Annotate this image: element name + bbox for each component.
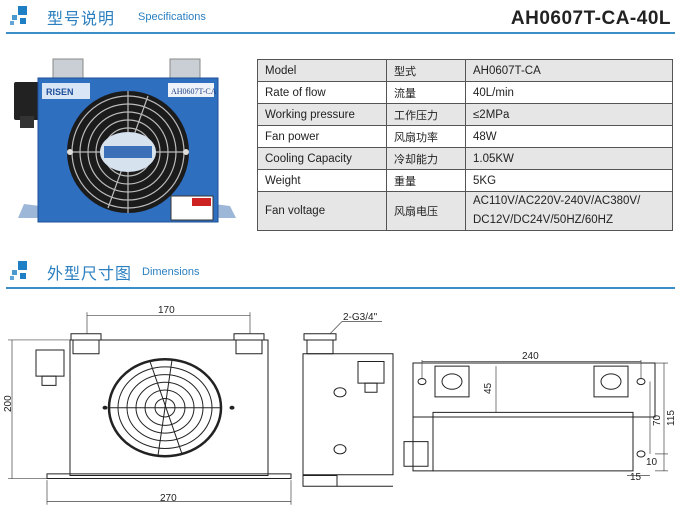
- spec-value: AH0607T-CA: [465, 59, 673, 82]
- spec-label-en: Fan power: [257, 125, 387, 148]
- brand-logo: RISEN: [46, 87, 74, 97]
- dimension-drawings: 170 200 270 2-G3/4" 240 45 70 115 10 15: [3, 305, 677, 515]
- spec-label-en: Weight: [257, 169, 387, 192]
- spec-label-en: Working pressure: [257, 103, 387, 126]
- dim-10: 10: [646, 457, 658, 468]
- section-title-cn: 外型尺寸图: [47, 264, 133, 283]
- product-photo: RISEN AH0607T-CA: [14, 58, 236, 223]
- spec-value: 48W: [465, 125, 673, 148]
- section-divider: [6, 287, 675, 289]
- section-title-en: Specifications: [138, 11, 206, 23]
- spec-value: 1.05KW: [465, 147, 673, 170]
- section-title-en: Dimensions: [142, 266, 200, 278]
- spec-label-cn: 型式: [386, 59, 466, 82]
- voltage-line-1: AC110V/AC220V-240V/AC380V/: [473, 195, 641, 207]
- dim-70: 70: [652, 414, 663, 426]
- dim-45: 45: [483, 382, 494, 394]
- spec-label-cn: 风扇功率: [386, 125, 466, 148]
- top-view: [404, 363, 655, 471]
- spec-label-cn: 重量: [386, 169, 466, 192]
- dim-top-length: 240: [522, 351, 539, 362]
- dim-height: 200: [3, 395, 14, 412]
- spec-value: ≤2MPa: [465, 103, 673, 126]
- dim-base-width: 270: [160, 493, 177, 504]
- dim-port-size: 2-G3/4": [343, 312, 378, 323]
- dim-port-spacing: 170: [158, 305, 175, 316]
- spec-label-cn: 风扇电压: [386, 191, 466, 231]
- dimensions-header: 外型尺寸图 Dimensions: [0, 257, 679, 287]
- spec-label-en: Model: [257, 59, 387, 82]
- spec-value: 40L/min: [465, 81, 673, 104]
- spec-label-cn: 流量: [386, 81, 466, 104]
- top-dimension-lines: [422, 360, 668, 476]
- front-dimension-lines: [8, 312, 291, 504]
- spec-label-en: Rate of flow: [257, 81, 387, 104]
- model-title: AH0607T-CA-40L: [510, 8, 671, 29]
- section-squares-icon: [8, 6, 28, 26]
- spec-label-cn: 工作压力: [386, 103, 466, 126]
- spec-label-en: Fan voltage: [257, 191, 387, 231]
- spec-label-cn: 冷却能力: [386, 147, 466, 170]
- spec-value: AC110V/AC220V-240V/AC380V/DC12V/DC24V/50…: [465, 191, 673, 231]
- dim-15: 15: [630, 472, 642, 483]
- nameplate-text: AH0607T-CA: [171, 87, 217, 96]
- specifications-header: 型号说明 Specifications AH0607T-CA-40L: [0, 2, 679, 32]
- dim-115: 115: [666, 410, 677, 426]
- voltage-line-2: DC12V/DC24V/50HZ/60HZ: [473, 214, 613, 226]
- section-squares-icon: [8, 261, 28, 281]
- spec-label-en: Cooling Capacity: [257, 147, 387, 170]
- side-view: [303, 334, 393, 486]
- front-view: [36, 334, 291, 479]
- spec-value: 5KG: [465, 169, 673, 192]
- section-divider: [6, 32, 675, 34]
- section-title-cn: 型号说明: [47, 9, 116, 28]
